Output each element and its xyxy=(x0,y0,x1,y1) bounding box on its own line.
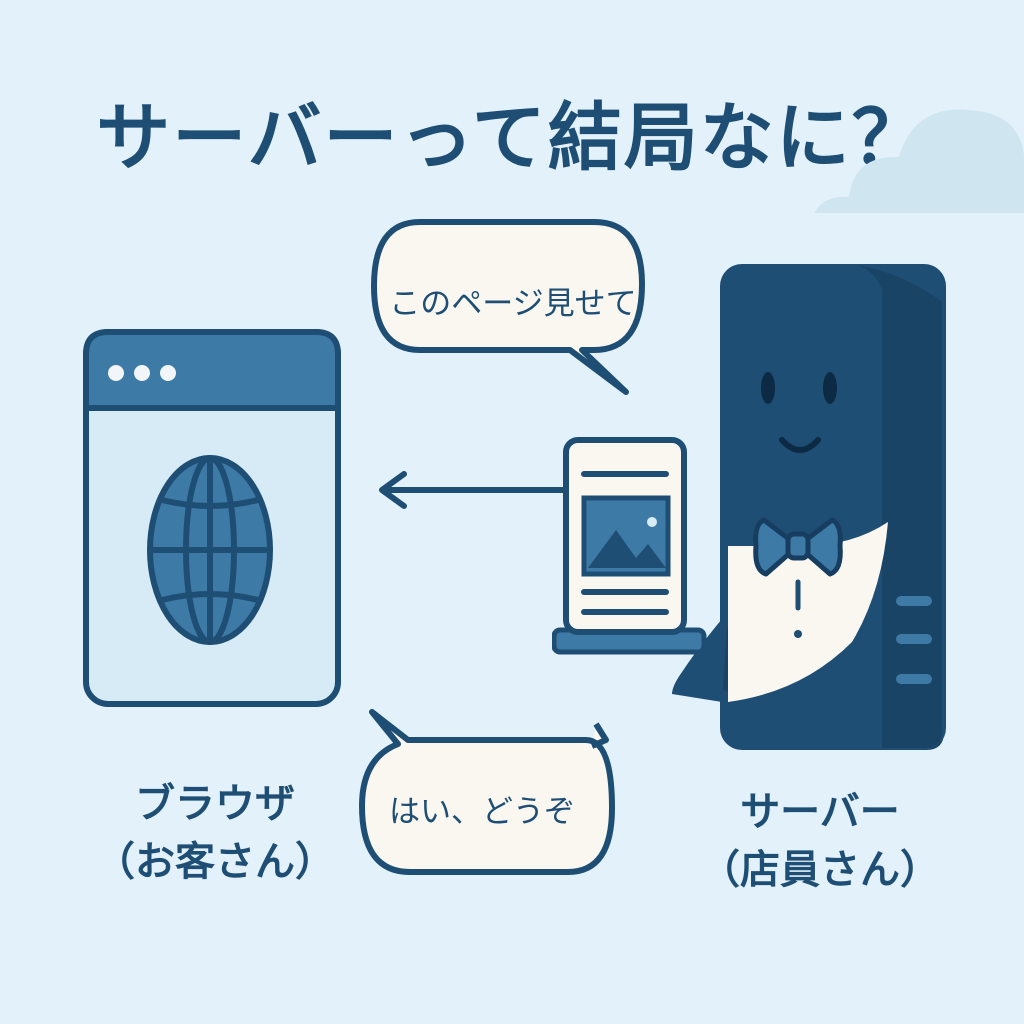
browser-label-role: （お客さん） xyxy=(95,839,335,885)
response-bubble-text: はい、どうぞ xyxy=(389,794,575,830)
browser-window xyxy=(83,329,341,707)
server-character xyxy=(552,264,946,750)
response-bubble xyxy=(359,709,615,875)
request-bubble xyxy=(371,219,645,395)
bow-tie-icon xyxy=(753,517,843,577)
server-label: サーバー （店員さん） xyxy=(690,783,950,899)
request-bubble-text: このページ見せて xyxy=(389,286,637,322)
page-title: サーバーって結局なに？ xyxy=(96,95,928,181)
cloud-icon xyxy=(814,109,1024,213)
globe-icon xyxy=(147,455,273,645)
arrow-left-icon xyxy=(379,471,570,509)
server-label-role: （店員さん） xyxy=(700,847,940,893)
browser-label: ブラウザ （お客さん） xyxy=(80,775,350,891)
browser-label-name: ブラウザ xyxy=(135,781,295,827)
window-dots-icon xyxy=(108,365,176,381)
server-label-name: サーバー xyxy=(740,789,900,835)
image-icon xyxy=(581,495,671,577)
